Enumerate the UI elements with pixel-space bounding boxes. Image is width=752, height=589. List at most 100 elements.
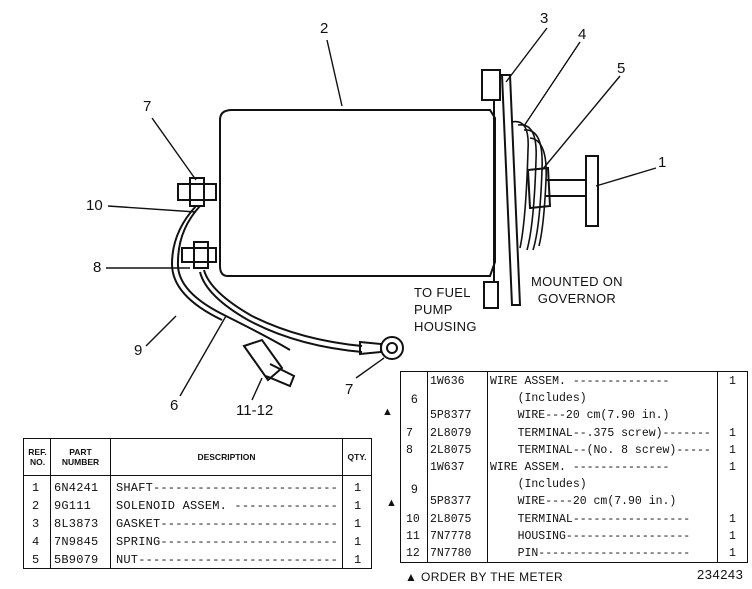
leader-10 xyxy=(107,205,197,213)
note-line: PUMP xyxy=(414,302,453,317)
callout-11-12: 11-12 xyxy=(236,402,274,419)
callout-1: 1 xyxy=(658,154,667,171)
header-part-number: PART NUMBER xyxy=(51,447,110,467)
part-number: 1W636 xyxy=(430,375,465,388)
meter-mark-icon: ▲ xyxy=(386,497,397,509)
lower-terminal xyxy=(181,241,217,269)
description: TERMINAL----------------- xyxy=(490,512,691,526)
ref-no: 7 xyxy=(406,426,413,440)
part-number: 7N7778 xyxy=(430,529,472,543)
table-header xyxy=(24,439,371,476)
description: WIRE ASSEM. -------------- xyxy=(490,461,670,474)
qty: 1 xyxy=(729,375,736,388)
description: (Includes) xyxy=(490,478,587,492)
qty: 1 xyxy=(729,461,736,474)
description: TERMINAL--.375 screw)------- xyxy=(490,426,711,440)
description: GASKET------------------------ xyxy=(116,517,339,531)
part-number: 2L8075 xyxy=(430,512,472,526)
note-to-fuel-pump: TO FUEL PUMP HOUSING xyxy=(414,284,477,335)
meter-mark-icon: ▲ xyxy=(382,406,393,418)
upper-terminal xyxy=(177,177,217,207)
part-number: 1W637 xyxy=(430,461,465,474)
order-by-meter-note: ▲ ORDER BY THE METER xyxy=(405,570,564,584)
divider xyxy=(110,439,111,568)
table-row: (Includes) xyxy=(401,477,747,495)
spring xyxy=(511,120,547,251)
leader-3 xyxy=(505,27,548,83)
callout-10: 10 xyxy=(86,197,103,214)
part-number: 2L8079 xyxy=(430,426,472,440)
ref-no: 2 xyxy=(32,499,40,513)
ref-no: 12 xyxy=(406,547,420,560)
callout-8: 8 xyxy=(93,259,102,276)
group-ref-9: 9 xyxy=(411,482,418,496)
leader-11-12 xyxy=(251,377,263,401)
ref-no: 8 xyxy=(406,443,413,457)
note-line: MOUNTED ON xyxy=(531,274,623,289)
description: SOLENOID ASSEM. -------------- xyxy=(116,499,339,513)
ring-terminal xyxy=(380,336,404,360)
leader-7-lower xyxy=(355,357,385,379)
nut xyxy=(526,166,552,210)
qty: 1 xyxy=(729,426,736,440)
divider xyxy=(342,439,343,568)
part-number: 6N4241 xyxy=(54,481,99,495)
header-qty: QTY. xyxy=(347,452,367,462)
callout-3: 3 xyxy=(540,10,549,27)
part-number: 5P8377 xyxy=(430,495,472,509)
header-line: NO. xyxy=(29,457,46,467)
solenoid-body xyxy=(219,109,496,277)
part-number: 7N9845 xyxy=(54,535,99,549)
leader-6 xyxy=(179,315,227,397)
note-line: TO FUEL xyxy=(414,285,471,300)
callout-7-upper: 7 xyxy=(143,98,152,115)
description: WIRE ASSEM. -------------- xyxy=(490,375,670,388)
note-mounted-on-governor: MOUNTED ON GOVERNOR xyxy=(531,273,623,307)
callout-9: 9 xyxy=(134,342,143,359)
description: (Includes) xyxy=(490,392,587,406)
leader-2 xyxy=(326,39,343,107)
table-row: 1W636 WIRE ASSEM. -------------- 1 xyxy=(401,374,747,392)
part-number: 5B9079 xyxy=(54,553,99,567)
divider xyxy=(487,372,488,562)
note-line: GOVERNOR xyxy=(537,291,617,306)
note-line: HOUSING xyxy=(414,319,477,334)
part-number: 5P8377 xyxy=(430,409,472,423)
qty: 1 xyxy=(354,553,362,567)
table-row: 5P8377 WIRE---20 cm(7.90 in.) xyxy=(401,408,747,426)
divider xyxy=(717,372,718,562)
gasket-plate xyxy=(500,74,522,306)
header-line: NUMBER xyxy=(61,457,100,467)
description: WIRE---20 cm(7.90 in.) xyxy=(490,409,670,423)
qty: 1 xyxy=(729,529,736,543)
table-row: 5P8377 WIRE----20 cm(7.90 in.) xyxy=(401,494,747,512)
divider xyxy=(50,439,51,568)
table-row: (Includes) xyxy=(401,391,747,409)
description: TERMINAL--(No. 8 screw)----- xyxy=(490,443,711,457)
qty: 1 xyxy=(354,535,362,549)
callout-4: 4 xyxy=(578,26,587,43)
connector-housing xyxy=(242,338,296,388)
leader-1 xyxy=(595,167,657,187)
qty: 1 xyxy=(729,512,736,526)
description: HOUSING------------------ xyxy=(490,529,691,543)
callout-2: 2 xyxy=(320,20,329,37)
leader-9 xyxy=(145,315,177,347)
ref-no: 3 xyxy=(32,517,40,531)
leader-5 xyxy=(541,75,621,171)
ref-no: 4 xyxy=(32,535,40,549)
table-row: 1W637 WIRE ASSEM. -------------- 1 xyxy=(401,460,747,478)
table-row: 7 2L8079 TERMINAL--.375 screw)------- 1 xyxy=(401,426,747,444)
qty: 1 xyxy=(354,517,362,531)
header-line: REF. xyxy=(28,447,47,457)
